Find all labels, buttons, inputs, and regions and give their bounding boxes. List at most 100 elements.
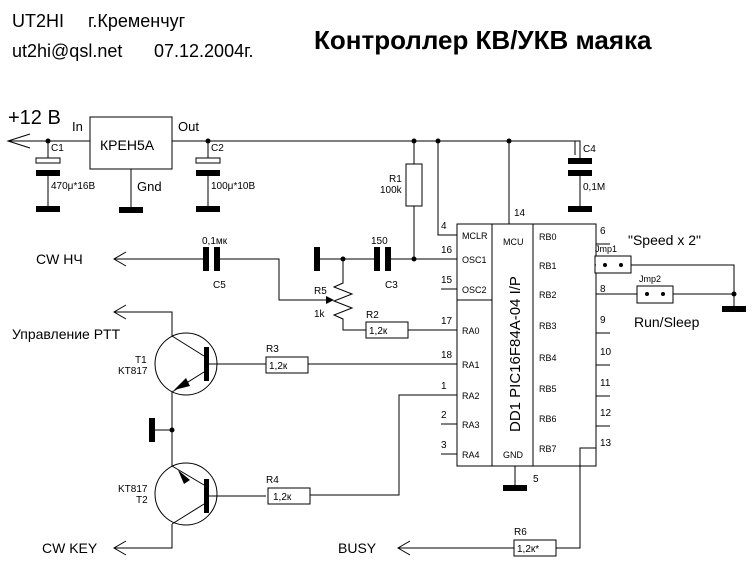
pin-name: MCLR	[462, 231, 488, 241]
pin-number: 9	[600, 315, 606, 326]
pin-14-label: 14	[514, 208, 526, 219]
ground-icon	[722, 306, 746, 312]
junction-dot	[411, 256, 417, 262]
capacitor-c5: 0,1мк C5	[202, 236, 228, 291]
r2-ref: R2	[366, 310, 379, 321]
pin-number: 6	[600, 226, 606, 237]
pin-number: 16	[441, 245, 453, 256]
r6-value: 1,2к*	[517, 544, 539, 555]
capacitor-c2: C2 100μ*10В	[195, 138, 255, 212]
potentiometer-r5: R5 1k	[314, 259, 366, 331]
capacitor-plate	[568, 170, 592, 176]
capacitor-c4: C4 0,1M	[568, 140, 605, 212]
resistor-r4: 1,2к R4	[266, 394, 457, 505]
pin-name: OSC2	[462, 285, 487, 295]
r5-value: 1k	[314, 309, 326, 320]
c2-value: 100μ*10В	[211, 181, 255, 192]
date: 07.12.2004г.	[154, 41, 253, 61]
pin-number: 18	[441, 350, 453, 361]
pin-name: RB0	[539, 232, 557, 242]
page-title: Контроллер КВ/УКВ маяка	[314, 25, 652, 55]
pin-number: 11	[600, 378, 611, 389]
resistor-body	[265, 356, 309, 374]
cw-key-label: CW KEY	[42, 540, 98, 556]
resistor-r1: R1 100k	[380, 138, 423, 259]
r1-value: 100k	[380, 185, 403, 196]
pin-number: 1	[441, 381, 447, 392]
c2-ref: C2	[211, 143, 224, 154]
c3-ref: C3	[385, 280, 398, 291]
r4-ref: R4	[266, 475, 279, 486]
capacitor-plate	[374, 247, 380, 271]
jmp1-label: "Speed x 2"	[628, 232, 701, 248]
pin-name: RB6	[539, 414, 557, 424]
jumper-body[interactable]	[594, 255, 632, 274]
pin-number: 15	[441, 275, 453, 286]
transistor-base	[204, 479, 209, 513]
city: г.Кременчуг	[88, 11, 186, 31]
pin-5-label: 5	[533, 474, 539, 485]
pin-number: 17	[441, 316, 453, 327]
c5-ref: C5	[213, 280, 226, 291]
pin-number: 13	[600, 438, 612, 449]
callsign: UT2HI	[12, 11, 64, 31]
cw-nf-label: CW НЧ	[36, 251, 83, 267]
r3-value: 1,2к	[269, 361, 288, 372]
emitter-arrow-icon	[178, 470, 190, 484]
pin-name: RB4	[539, 353, 557, 363]
wire-rb7	[556, 447, 596, 549]
wire-mclr	[437, 141, 457, 236]
pin-number: 4	[441, 221, 447, 232]
vcc-rail	[172, 140, 576, 155]
capacitor-plate	[203, 247, 209, 271]
t2-ref: T2	[136, 495, 148, 506]
ptt-label: Управление PTT	[12, 326, 121, 342]
pin-name: RB2	[539, 290, 557, 300]
t2-type: KT817	[118, 484, 148, 495]
capacitor-plate	[314, 247, 320, 271]
regulator-name: КРЕН5А	[100, 137, 155, 153]
t1-type: KT817	[118, 366, 148, 377]
r3-ref: R3	[266, 344, 279, 355]
arrow-icon	[113, 304, 127, 320]
jmp2-label: Run/Sleep	[634, 314, 700, 330]
mcu-dd1: MCU GND DD1 PIC16F84A-04 I/P 5	[456, 223, 597, 491]
junction-dot	[731, 291, 737, 297]
pin-name: RB1	[539, 261, 557, 271]
resistor-r2: 1,2к R2	[365, 310, 457, 339]
pin-name: RB5	[539, 384, 557, 394]
regulator-out-label: Out	[178, 119, 199, 134]
capacitor-plate-positive	[35, 157, 61, 164]
capacitor-plate-positive	[195, 157, 221, 164]
capacitor-plate	[196, 170, 220, 176]
power-input-label: +12 В	[8, 107, 61, 129]
mcu-body	[456, 223, 597, 467]
cw-nf-output: CW НЧ	[36, 251, 203, 267]
capacitor-c1: C1 470μ*16В	[35, 138, 95, 212]
jumper-jmp1[interactable]: Jmp1	[594, 244, 632, 274]
pin-name: RA0	[462, 326, 480, 336]
pin-name: RA2	[462, 391, 480, 401]
transistor-circle	[154, 462, 218, 526]
ground-icon	[149, 418, 155, 442]
jumper-jmp2[interactable]: Jmp2	[636, 274, 674, 304]
jumper-body[interactable]	[636, 285, 674, 304]
pin-name: RA1	[462, 360, 480, 370]
ground-icon	[36, 206, 60, 212]
ground-icon	[119, 207, 143, 213]
r1-ref: R1	[389, 174, 402, 185]
capacitor-plate	[36, 170, 60, 176]
transistor-base	[204, 347, 209, 381]
jmp2-ref: Jmp2	[639, 274, 661, 284]
